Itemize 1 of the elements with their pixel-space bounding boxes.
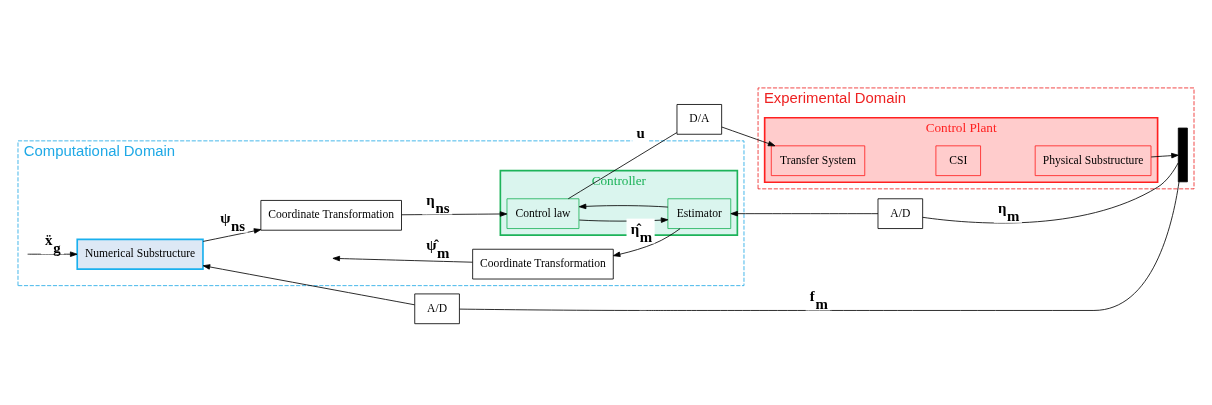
edge-label: u bbox=[636, 124, 645, 141]
